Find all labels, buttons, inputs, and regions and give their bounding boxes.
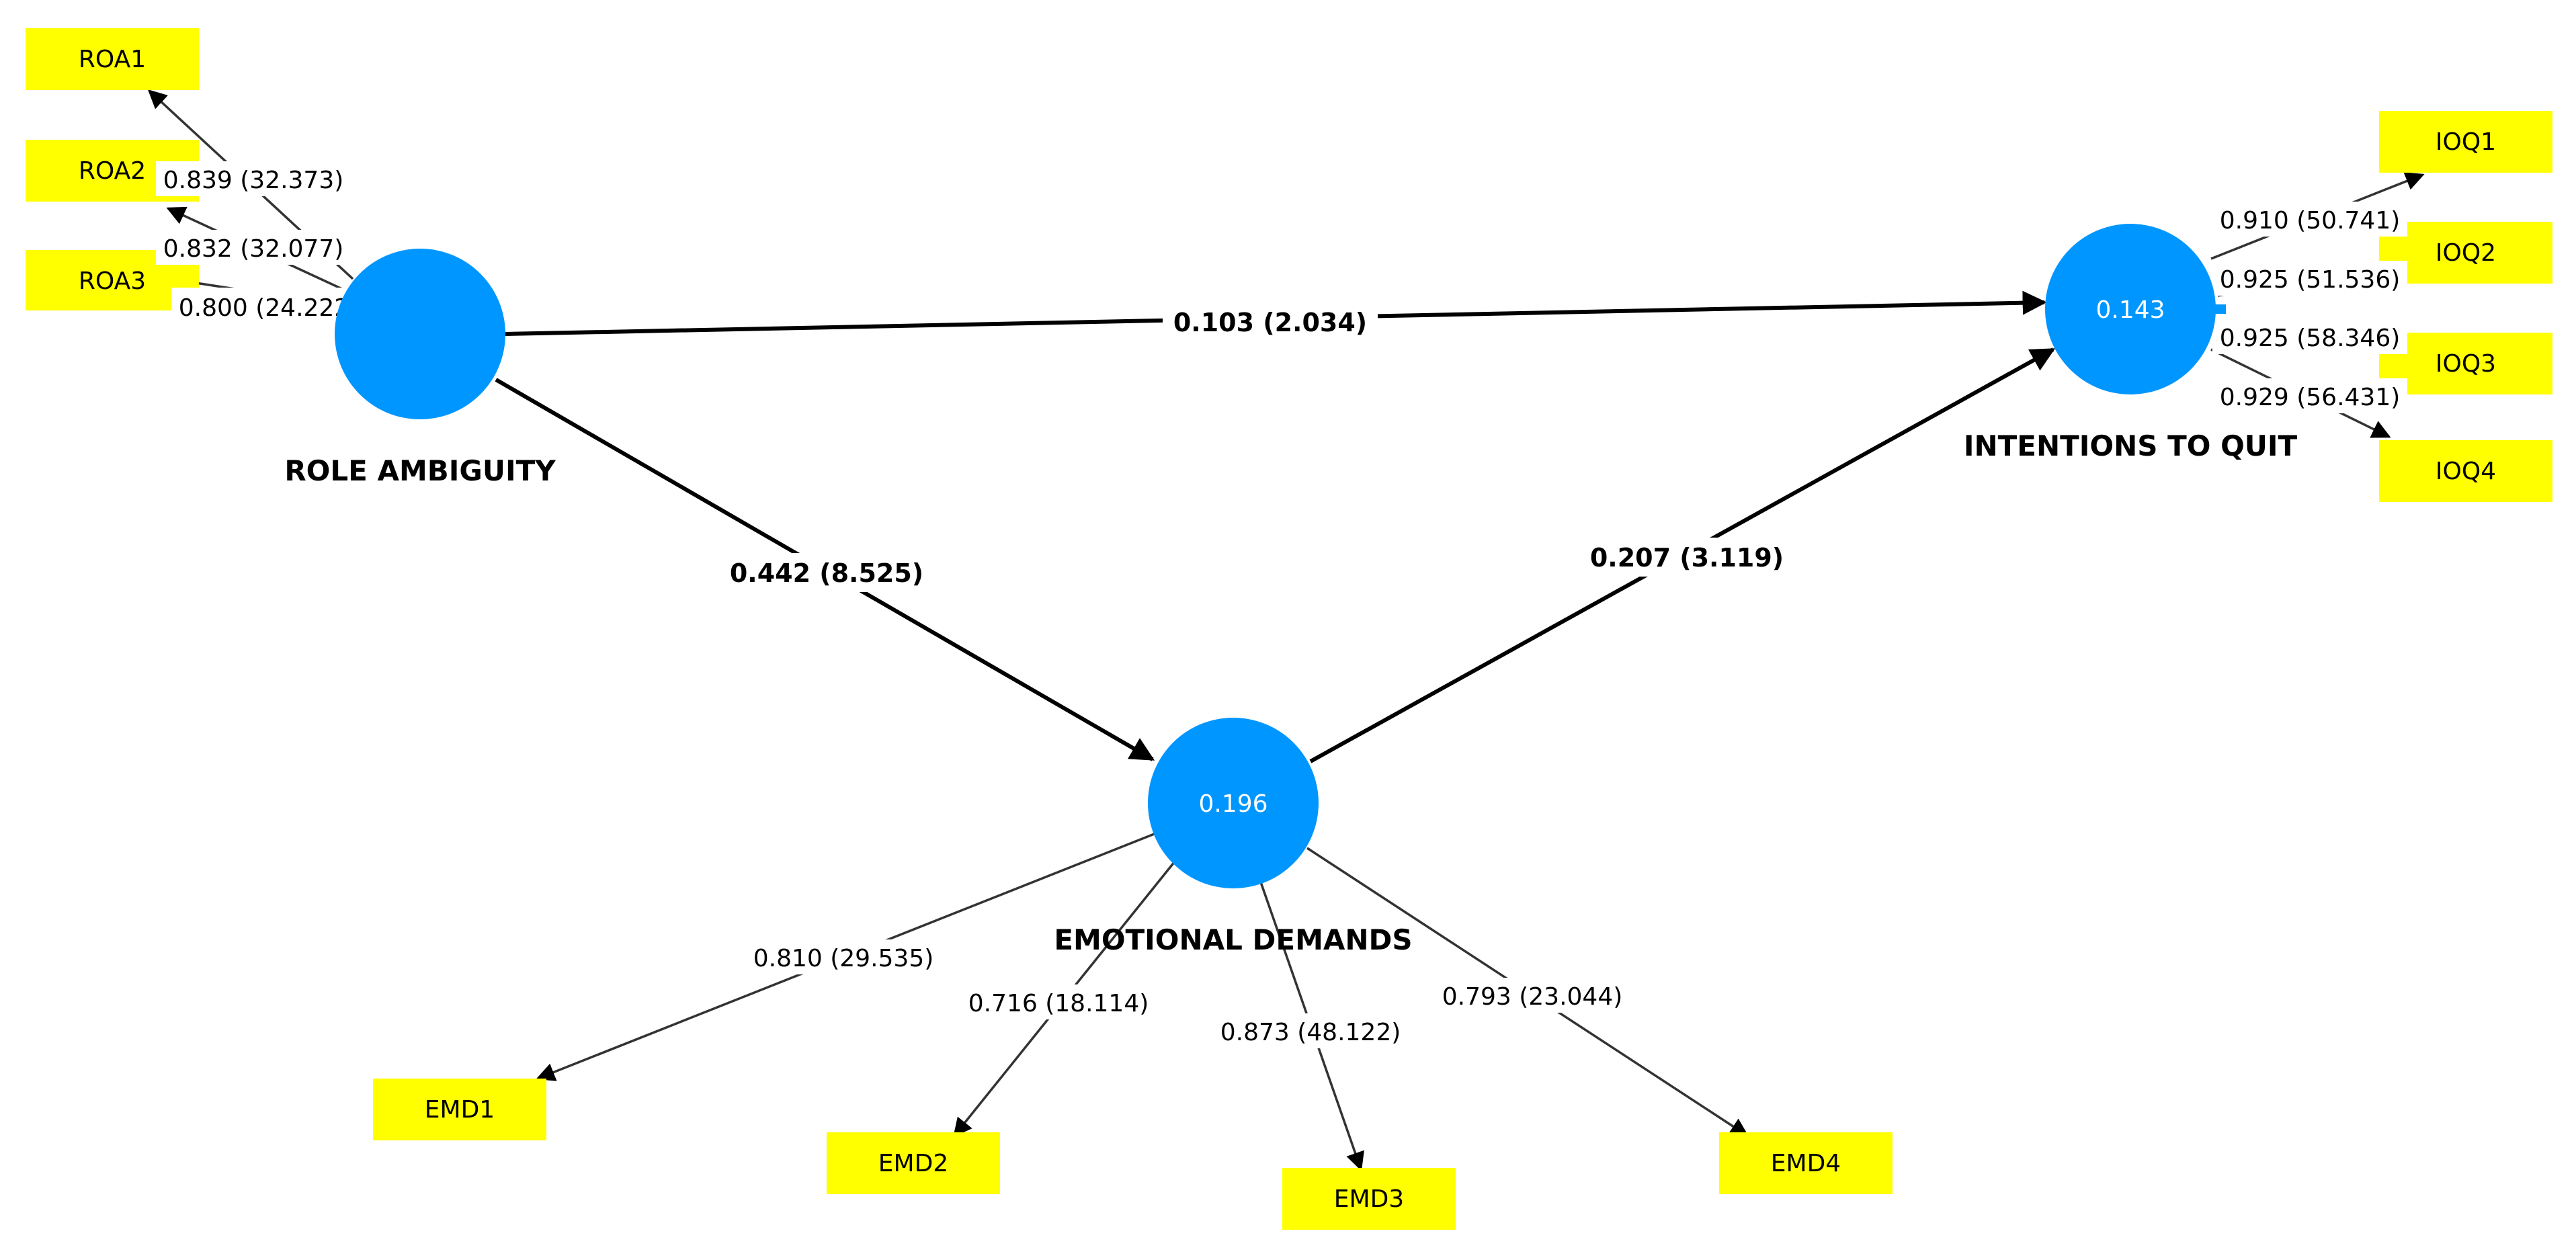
loading-label-roa1: 0.839 (32.373) [156,161,351,196]
svg-text:0.793 (23.044): 0.793 (23.044) [1442,983,1623,1011]
svg-text:0.103 (2.034): 0.103 (2.034) [1173,308,1367,337]
loading-label-ioq4: 0.929 (56.431) [2212,378,2407,413]
path-label-ed-to-itq: 0.207 (3.119) [1579,538,1794,577]
indicator-ioq3[interactable]: IOQ3 [2379,333,2552,394]
indicator-label: EMD1 [425,1096,495,1124]
indicator-roa1[interactable]: ROA1 [26,28,199,90]
loading-label-ioq3: 0.925 (58.346) [2212,319,2407,354]
r2-value: 0.196 [1198,790,1268,818]
path-label-ra-to-itq: 0.103 (2.034) [1163,302,1378,341]
svg-text:0.910 (50.741): 0.910 (50.741) [2220,207,2401,235]
indicator-label: ROA2 [79,157,146,185]
svg-text:0.716 (18.114): 0.716 (18.114) [968,990,1149,1017]
r2-value: 0.143 [2095,296,2165,324]
indicator-label: ROA3 [79,267,146,295]
svg-text:0.925 (58.346): 0.925 (58.346) [2220,325,2401,352]
indicator-label: IOQ2 [2436,239,2496,267]
indicator-ioq2[interactable]: IOQ2 [2379,222,2552,284]
indicator-emd3[interactable]: EMD3 [1282,1168,1456,1230]
svg-text:0.207 (3.119): 0.207 (3.119) [1590,543,1784,573]
construct-label-emotional-demands: EMOTIONAL DEMANDS [1054,923,1412,956]
svg-text:0.810 (29.535): 0.810 (29.535) [753,945,934,972]
svg-text:0.925 (51.536): 0.925 (51.536) [2220,266,2401,294]
loading-label-ioq1: 0.910 (50.741) [2212,202,2407,237]
construct-label-intentions-to-quit: INTENTIONS TO QUIT [1964,429,2298,462]
loading-label-emd3: 0.873 (48.122) [1213,1013,1408,1048]
construct-intentions-to-quit[interactable]: 0.143 [2045,224,2226,394]
construct-label-role-ambiguity: ROLE AMBIGUITY [284,454,556,487]
indicator-label: IOQ1 [2436,128,2496,156]
indicator-emd4[interactable]: EMD4 [1719,1132,1893,1194]
indicator-ioq1[interactable]: IOQ1 [2379,111,2552,173]
loading-label-emd4: 0.793 (23.044) [1435,978,1630,1013]
construct-emotional-demands[interactable]: 0.196 [1148,718,1319,888]
svg-text:0.929 (56.431): 0.929 (56.431) [2220,384,2401,411]
loading-label-emd2: 0.716 (18.114) [961,984,1156,1019]
loading-label-emd1: 0.810 (29.535) [746,939,941,974]
loading-label-roa2: 0.832 (32.077) [156,230,351,265]
svg-text:0.832 (32.077): 0.832 (32.077) [163,235,344,263]
path-label-ra-to-ed: 0.442 (8.525) [719,553,934,592]
svg-text:0.839 (32.373): 0.839 (32.373) [163,167,344,194]
indicator-emd1[interactable]: EMD1 [373,1079,546,1140]
svg-text:0.442 (8.525): 0.442 (8.525) [730,558,923,588]
indicator-emd2[interactable]: EMD2 [827,1132,1000,1194]
indicator-label: ROA1 [79,46,146,73]
indicator-label: EMD3 [1334,1185,1404,1213]
indicator-label: IOQ4 [2436,458,2496,485]
indicator-label: EMD2 [878,1150,948,1177]
indicator-label: IOQ3 [2436,350,2496,378]
loading-label-roa3: 0.800 (24.222) [171,288,366,325]
indicator-ioq4[interactable]: IOQ4 [2379,440,2552,502]
svg-text:0.873 (48.122): 0.873 (48.122) [1220,1019,1401,1046]
indicator-label: EMD4 [1771,1150,1841,1177]
construct-role-ambiguity[interactable] [335,249,505,419]
svg-text:0.800 (24.222): 0.800 (24.222) [179,294,360,322]
loading-label-ioq2: 0.925 (51.536) [2212,261,2407,296]
